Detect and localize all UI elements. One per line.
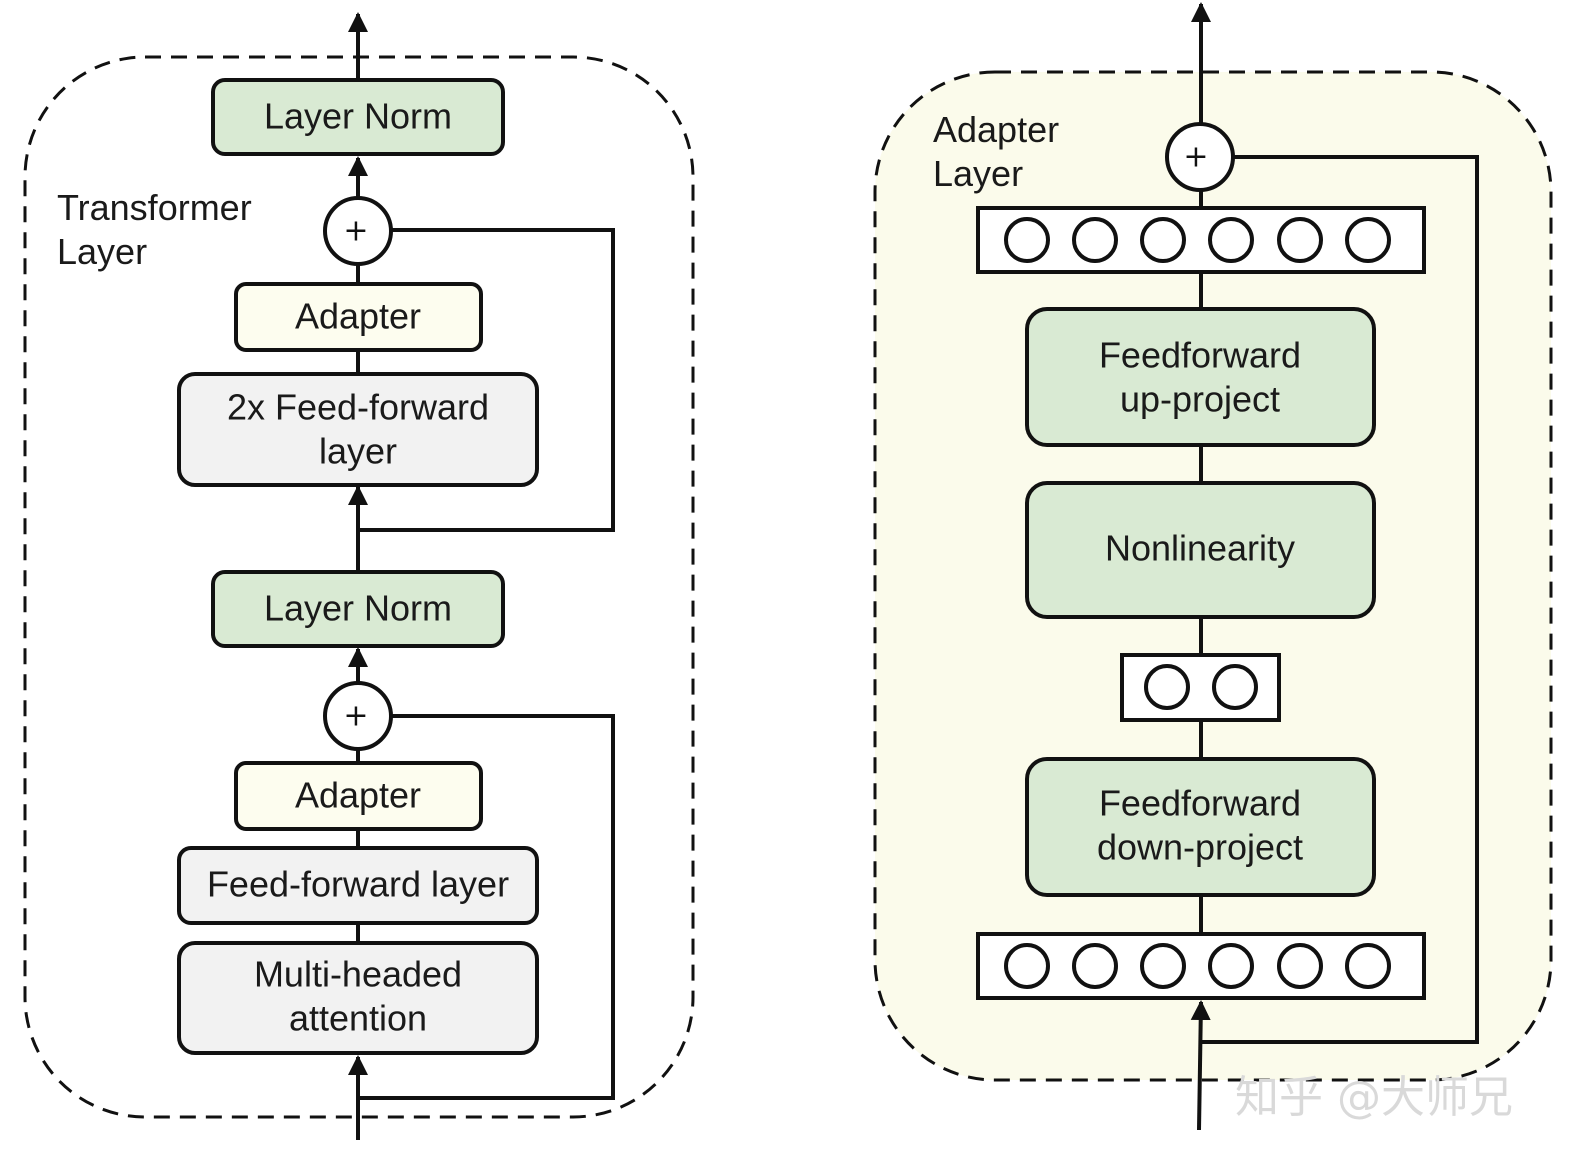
neuron: [1208, 217, 1254, 263]
add-node-bottom: +: [323, 681, 393, 751]
neuron: [1140, 217, 1186, 263]
neuron: [1072, 217, 1118, 263]
mha-label-line1: Multi-headed: [254, 954, 462, 995]
adapter-layer-panel: Adapter Layer +: [873, 2, 1553, 1131]
neuron: [1277, 943, 1323, 989]
adapter-bottom-label: Adapter: [295, 775, 421, 816]
layer-norm-top-label: Layer Norm: [264, 96, 452, 137]
neuron: [1345, 943, 1391, 989]
neuron: [1004, 943, 1050, 989]
adapter-top-label: Adapter: [295, 296, 421, 337]
up-project-label-line2: up-project: [1120, 379, 1280, 420]
adapter-add-node-symbol: +: [1183, 140, 1208, 175]
neuron: [1208, 943, 1254, 989]
transformer-layer-panel: Transformer Layer Layer Norm: [23, 12, 695, 1140]
neuron: [1144, 664, 1190, 710]
layer-norm-mid: Layer Norm: [211, 570, 505, 648]
down-project-label-line2: down-project: [1097, 827, 1303, 868]
add-node-bottom-symbol: +: [343, 699, 368, 734]
down-project-label-line1: Feedforward: [1099, 783, 1301, 824]
up-project-label-line1: Feedforward: [1099, 335, 1301, 376]
layer-norm-top: Layer Norm: [211, 78, 505, 156]
adapter-top: Adapter: [234, 282, 483, 352]
adapter-bottom: Adapter: [234, 761, 483, 831]
adapter-add-node: +: [1165, 122, 1235, 192]
neuron: [1212, 664, 1258, 710]
watermark: 知乎 @大师兄: [1235, 1072, 1513, 1123]
adapter-title-line1: Adapter: [933, 109, 1059, 150]
ff-2x-label-line1: 2x Feed-forward: [227, 387, 489, 428]
feedforward-up-project: Feedforward up-project: [1025, 307, 1376, 447]
transformer-title-line1: Transformer: [57, 187, 252, 228]
output-neuron-row: [976, 206, 1426, 274]
bottleneck-neuron-row: [1120, 653, 1281, 722]
neuron: [1345, 217, 1391, 263]
feedforward-down-project: Feedforward down-project: [1025, 757, 1376, 897]
adapter-connectors: [1190, 2, 1479, 1131]
mha-label-line2: attention: [289, 998, 427, 1039]
neuron: [1277, 217, 1323, 263]
ff-2x-layer: 2x Feed-forward layer: [177, 372, 539, 487]
ff-2x-label-line2: layer: [319, 431, 397, 472]
transformer-connectors: [348, 12, 615, 1140]
nonlinearity-label: Nonlinearity: [1105, 528, 1295, 569]
neuron: [1004, 217, 1050, 263]
neuron: [1072, 943, 1118, 989]
layer-norm-mid-label: Layer Norm: [264, 588, 452, 629]
add-node-top-symbol: +: [343, 214, 368, 249]
add-node-top: +: [323, 196, 393, 266]
neuron: [1140, 943, 1186, 989]
input-neuron-row: [976, 932, 1426, 1000]
ff-layer-label: Feed-forward layer: [207, 864, 509, 905]
ff-layer: Feed-forward layer: [177, 846, 539, 925]
nonlinearity: Nonlinearity: [1025, 481, 1376, 619]
transformer-title-line2: Layer: [57, 231, 147, 272]
multi-headed-attention: Multi-headed attention: [177, 941, 539, 1055]
adapter-title-line2: Layer: [933, 153, 1023, 194]
